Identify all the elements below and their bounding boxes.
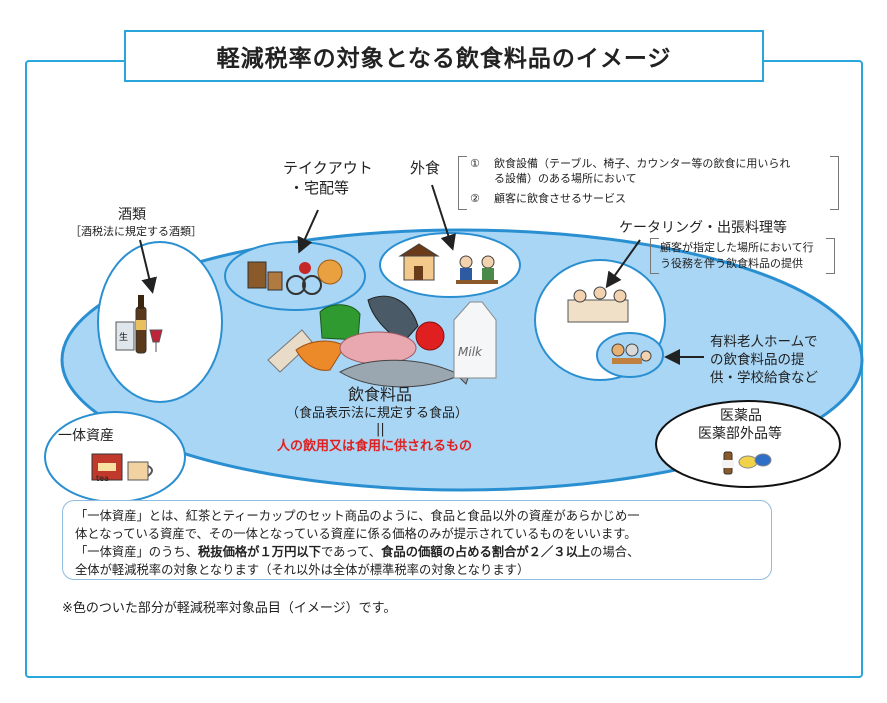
desc-line-3-b: 税抜価格が１万円以下 — [197, 545, 321, 559]
label-takeout-2: ・宅配等 — [289, 179, 350, 197]
desc-line-3-c: であって、 — [320, 545, 382, 559]
catering-note-2: う役務を伴う飲食料品の提供 — [660, 257, 803, 270]
takeout-illustration — [247, 259, 343, 295]
label-medicine-1: 医薬品 — [720, 408, 762, 424]
label-elderly-2: の飲食料品の提 — [710, 352, 805, 368]
label-medicine-2: 医薬部外品等 — [698, 426, 782, 442]
desc-line-3-d: 食品の価額の占める割合が２／３以上 — [381, 545, 591, 559]
label-bundle: 一体資産 — [58, 428, 114, 444]
takeout-arrow — [297, 209, 319, 254]
dining-brace-left — [458, 156, 467, 210]
label-elderly-1: 有料老人ホームで — [710, 334, 818, 350]
label-alcohol: 酒類 — [118, 207, 146, 223]
medicine-illustration — [722, 451, 772, 475]
label-food-definition: 人の飲用又は食用に供されるもの — [277, 439, 473, 454]
dining-cond-1-num: ① — [470, 157, 480, 170]
alcohol-arrow — [139, 239, 157, 294]
desc-line-3-e: の場合、 — [590, 545, 640, 559]
dining-cond-1-a: 飲食設備（テーブル、椅子、カウンター等の飲食に用いられ — [494, 157, 791, 170]
desc-line-2: 体となっている資産で、その一体となっている資産に係る価格のみが提示されているもの… — [75, 527, 637, 541]
dining-out-illustration — [398, 243, 498, 284]
label-takeout-1: テイクアウト — [283, 159, 373, 177]
footnote: ※色のついた部分が軽減税率対象品目（イメージ）です。 — [62, 601, 397, 616]
label-elderly-3: 供・学校給食など — [710, 370, 818, 386]
desc-line-1: 「一体資産」とは、紅茶とティーカップのセット商品のように、食品と食品以外の資産が… — [75, 509, 640, 523]
catering-note-1: 顧客が指定した場所において行 — [660, 241, 814, 254]
label-food-note: （食品表示法に規定する食品） — [286, 406, 469, 421]
elderly-illustration — [611, 343, 652, 364]
page-title: 軽減税率の対象となる飲食料品のイメージ — [124, 30, 764, 82]
milk-carton-label: Milk — [458, 345, 482, 359]
desc-line-4: 全体が軽減税率の対象となります（それ以外は全体が標準税率の対象となります） — [75, 563, 530, 577]
label-catering: ケータリング・出張料理等 — [619, 220, 787, 236]
desc-line-3: 「一体資産」のうち、税抜価格が１万円以下であって、食品の価額の占める割合が２／３… — [75, 543, 759, 561]
label-alcohol-note: ［酒税法に規定する酒類］ — [70, 225, 202, 238]
bundle-illustration — [91, 453, 153, 481]
food-illustration — [267, 295, 497, 388]
alcohol-illustration: 生 — [115, 295, 163, 354]
catering-illustration — [567, 286, 629, 323]
label-dining-out: 外食 — [410, 159, 441, 177]
catering-brace-right — [826, 238, 835, 274]
dining-out-arrow — [431, 184, 456, 251]
desc-line-3-a: 「一体資産」のうち、 — [75, 545, 198, 559]
dining-brace-right — [830, 156, 839, 210]
dining-cond-1-b: る設備）のある場所において — [494, 172, 637, 185]
dining-cond-2: 顧客に飲食させるサービス — [494, 192, 626, 205]
label-food: 飲食料品 — [348, 385, 413, 404]
label-equals: || — [376, 422, 385, 437]
dining-cond-2-num: ② — [470, 192, 480, 205]
tea-box-label: tea — [96, 474, 109, 483]
catering-arrow — [605, 239, 641, 289]
svg-text:生: 生 — [119, 331, 128, 343]
catering-brace-left — [650, 238, 659, 274]
bundle-description-box: 「一体資産」とは、紅茶とティーカップのセット商品のように、食品と食品以外の資産が… — [62, 500, 772, 580]
medicine-ellipse — [655, 400, 841, 488]
alcohol-ellipse — [97, 241, 223, 403]
